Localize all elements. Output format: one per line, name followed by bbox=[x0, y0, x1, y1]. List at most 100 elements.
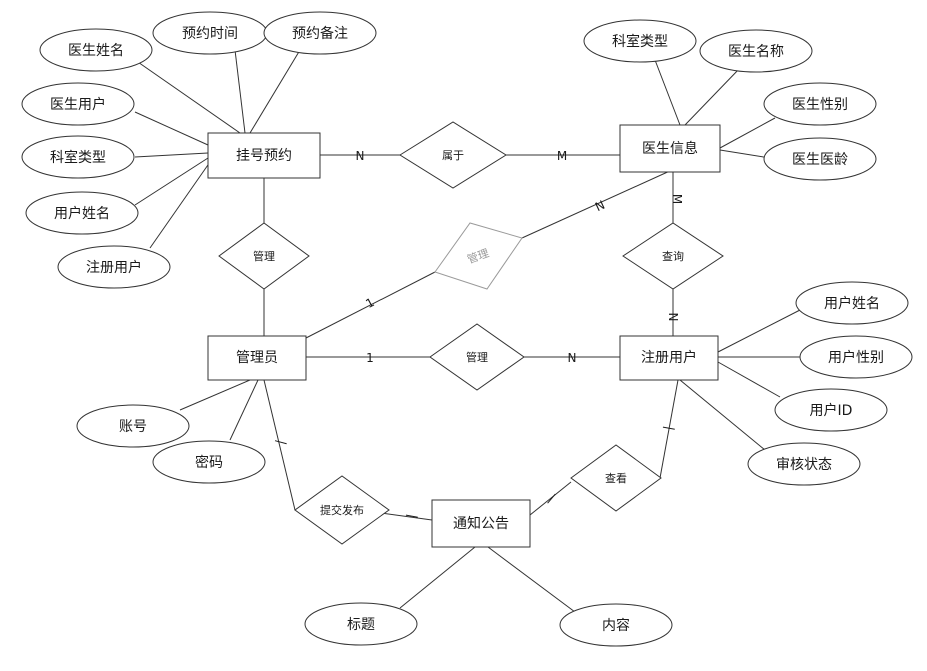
edge-guahao-attr-reg-user bbox=[149, 161, 211, 249]
card-admin-manage-user: 1 bbox=[366, 351, 374, 365]
card-guahao-belongs: N bbox=[356, 149, 365, 163]
edge-admin-submit bbox=[263, 379, 296, 511]
attr-guahao-appt-note: 预约备注 bbox=[263, 11, 377, 55]
card-query-user: N bbox=[666, 313, 680, 322]
attr-user-audit-label: 审核状态 bbox=[776, 457, 832, 473]
attr-user-id-label: 用户ID bbox=[810, 402, 853, 419]
attr-guahao-appt-note-label: 预约备注 bbox=[292, 25, 348, 42]
entity-admin-label: 管理员 bbox=[236, 350, 278, 366]
entity-notice-label: 通知公告 bbox=[453, 515, 509, 532]
attr-guahao-doctor-name: 医生姓名 bbox=[39, 28, 153, 72]
attr-user-gender-label: 用户性别 bbox=[828, 349, 884, 366]
edge-doctor-attr-gender bbox=[719, 117, 776, 149]
attr-guahao-dept: 科室类型 bbox=[21, 135, 135, 179]
attr-doctor-name: 医生名称 bbox=[699, 29, 813, 73]
attr-doctor-dept: 科室类型 bbox=[583, 19, 697, 63]
relationship-manage-doctor: 管理 bbox=[434, 222, 523, 290]
edge-admin-attr-password bbox=[229, 379, 259, 441]
attr-notice-title: 标题 bbox=[304, 602, 418, 646]
entity-notice: 通知公告 bbox=[431, 499, 531, 548]
edge-guahao-attr-doctor-user bbox=[134, 111, 209, 146]
entity-user: 注册用户 bbox=[619, 335, 719, 381]
attributes-admin: 账号 密码 bbox=[76, 404, 266, 484]
entity-user-label: 注册用户 bbox=[641, 349, 697, 366]
relationship-manage-user: 管理 bbox=[429, 323, 525, 391]
attributes-doctor: 科室类型 医生名称 医生性别 医生医龄 bbox=[583, 19, 877, 181]
attr-admin-password: 密码 bbox=[152, 440, 266, 484]
attr-user-gender: 用户性别 bbox=[799, 335, 913, 379]
entity-guahao-label: 挂号预约 bbox=[236, 148, 292, 164]
entity-doctor: 医生信息 bbox=[619, 124, 721, 173]
edge-guahao-attr-appt-time bbox=[234, 49, 246, 134]
attr-guahao-dept-label: 科室类型 bbox=[50, 149, 106, 166]
attr-doctor-age: 医生医龄 bbox=[763, 137, 877, 181]
attr-admin-account: 账号 bbox=[76, 404, 190, 448]
attributes-guahao: 医生姓名 预约时间 预约备注 医生用户 科室类型 用户姓名 注册用户 bbox=[21, 11, 377, 289]
edge-notice-attr-title bbox=[399, 546, 476, 609]
attr-notice-title-label: 标题 bbox=[347, 617, 375, 633]
attr-guahao-doctor-user: 医生用户 bbox=[21, 82, 135, 126]
edge-user-attr-audit bbox=[679, 379, 766, 451]
relationship-view-label: 查看 bbox=[605, 471, 627, 485]
attr-notice-content-label: 内容 bbox=[602, 617, 630, 634]
attr-guahao-reg-user-label: 注册用户 bbox=[86, 259, 142, 276]
attr-guahao-doctor-name-label: 医生姓名 bbox=[68, 43, 124, 59]
attr-guahao-appt-time: 预约时间 bbox=[152, 11, 268, 55]
edge-user-attr-id bbox=[717, 361, 781, 398]
card-view-user: | bbox=[661, 425, 675, 431]
attr-user-name-label: 用户姓名 bbox=[824, 295, 880, 312]
entity-guahao: 挂号预约 bbox=[207, 132, 321, 179]
attr-doctor-gender-label: 医生性别 bbox=[792, 97, 848, 113]
relationship-query: 查询 bbox=[622, 222, 724, 290]
attributes-notice: 标题 内容 bbox=[304, 602, 673, 647]
card-admin-submit: | bbox=[273, 438, 288, 446]
card-submit-notice: | bbox=[404, 513, 418, 519]
relationship-manage-guahao-label: 管理 bbox=[253, 249, 275, 263]
attr-user-audit: 审核状态 bbox=[747, 442, 861, 486]
edge-admin-attr-account bbox=[179, 379, 251, 411]
attr-guahao-appt-time-label: 预约时间 bbox=[182, 26, 238, 42]
attr-guahao-reg-user: 注册用户 bbox=[57, 245, 171, 289]
edge-view-user bbox=[659, 379, 679, 479]
edge-doctor-attr-dept bbox=[654, 59, 681, 126]
attr-doctor-gender: 医生性别 bbox=[763, 82, 877, 126]
relationship-manage-user-label: 管理 bbox=[466, 350, 488, 364]
attr-guahao-doctor-user-label: 医生用户 bbox=[50, 96, 106, 113]
card-doctor-query: M bbox=[670, 194, 684, 204]
edge-guahao-attr-dept bbox=[134, 152, 209, 158]
relationship-query-label: 查询 bbox=[662, 249, 684, 263]
entity-doctor-label: 医生信息 bbox=[642, 140, 698, 157]
attr-guahao-user-name-label: 用户姓名 bbox=[54, 205, 110, 222]
edges bbox=[134, 49, 803, 613]
card-notice-view: | bbox=[546, 491, 558, 504]
edge-notice-attr-content bbox=[487, 546, 576, 613]
edge-guahao-attr-appt-note bbox=[249, 49, 301, 134]
attr-doctor-dept-label: 科室类型 bbox=[612, 33, 668, 50]
attr-doctor-name-label: 医生名称 bbox=[728, 44, 784, 60]
relationship-belongs: 属于 bbox=[399, 121, 507, 189]
attr-admin-account-label: 账号 bbox=[119, 419, 147, 435]
edge-guahao-attr-doctor-name bbox=[134, 59, 241, 134]
attr-user-id: 用户ID bbox=[774, 388, 888, 432]
cardinalities: N M 1 N M N 1 N | | | | bbox=[273, 149, 684, 519]
edge-manage-doctor-doctor bbox=[521, 169, 673, 239]
edge-admin-manage-doctor bbox=[305, 271, 436, 339]
relationship-submit: 提交发布 bbox=[294, 475, 390, 545]
attr-notice-content: 内容 bbox=[559, 603, 673, 647]
attr-doctor-age-label: 医生医龄 bbox=[792, 152, 848, 168]
edge-guahao-attr-user-name bbox=[134, 157, 209, 206]
relationship-manage-guahao: 管理 bbox=[218, 222, 310, 290]
card-belongs-doctor: M bbox=[557, 149, 567, 163]
edge-user-attr-name bbox=[717, 309, 801, 353]
edge-notice-view bbox=[529, 481, 572, 516]
attr-guahao-user-name: 用户姓名 bbox=[25, 191, 139, 235]
attributes-user: 用户姓名 用户性别 用户ID 审核状态 bbox=[747, 281, 913, 486]
relationship-submit-label: 提交发布 bbox=[320, 503, 364, 517]
relationship-view: 查看 bbox=[570, 444, 662, 512]
attr-user-name: 用户姓名 bbox=[795, 281, 909, 325]
attr-admin-password-label: 密码 bbox=[195, 454, 223, 471]
edge-doctor-attr-name bbox=[684, 67, 741, 126]
edge-doctor-attr-age bbox=[719, 149, 771, 159]
card-manage-user-user: N bbox=[568, 351, 577, 365]
